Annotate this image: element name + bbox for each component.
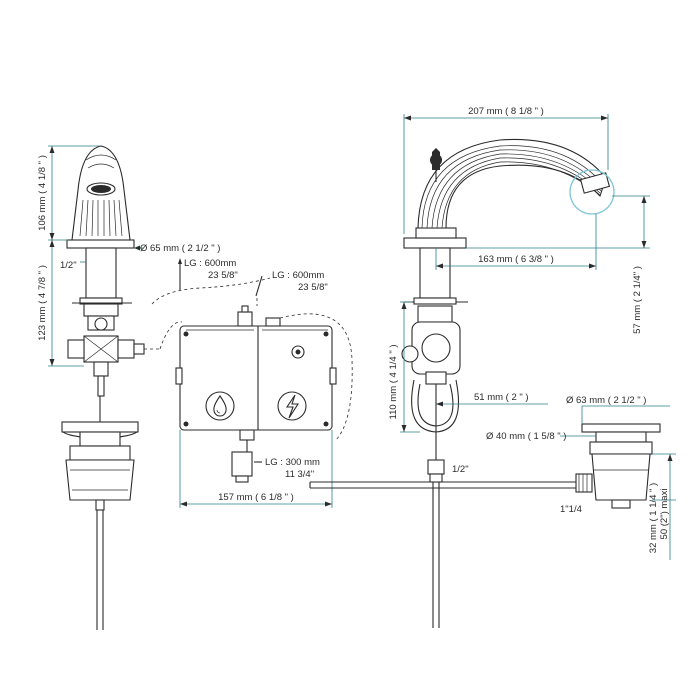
faucet-side-view	[309, 138, 611, 628]
label-thread-left: 1/2"	[60, 260, 77, 271]
dim-spout-height-left: 106 mm ( 4 1/8 " )	[37, 155, 48, 231]
dim-waste-height-1: 32 mm ( 1 1/4 " )	[648, 483, 659, 553]
dim-hole-spacing: 51 mm ( 2 " )	[474, 392, 529, 403]
dim-base-diameter-left: Ø 65 mm ( 2 1/2 " )	[140, 243, 220, 254]
dim-waste-height-2: 50 (2") maxi	[659, 489, 670, 540]
left-dimensions	[48, 145, 144, 367]
dim-spout-reach: 163 mm ( 6 3/8 " )	[478, 254, 554, 265]
faucet-front-view	[66, 145, 160, 397]
dim-body-height-right: 110 mm ( 4 1/4 " )	[388, 345, 399, 420]
arrow-hose-a	[178, 258, 182, 264]
label-hose-b-length: LG : 600mm	[272, 270, 324, 281]
dim-waste-diameter-outer: Ø 63 mm ( 2 1/2 " )	[566, 395, 646, 406]
label-thread-right: 1/2"	[452, 464, 469, 475]
lightning-bolt-icon	[277, 391, 307, 421]
control-box	[175, 305, 337, 483]
left-drain-assembly	[61, 396, 139, 630]
right-drain-assembly	[575, 423, 661, 509]
box-width-dimension	[179, 430, 333, 508]
hose-lines	[151, 277, 353, 441]
label-hose-a-inch: 23 5/8"	[208, 270, 238, 281]
label-hose-c-inch: 11 3/4"	[285, 469, 314, 480]
label-waste-thread: 1"1/4	[560, 504, 582, 515]
dim-box-width: 157 mm ( 6 1/8 " )	[218, 492, 294, 503]
label-hose-a-length: LG : 600mm	[184, 258, 236, 269]
label-hose-b-inch: 23 5/8"	[298, 282, 328, 293]
leader-hose-b	[255, 275, 263, 297]
label-hose-c-length: LG : 300 mm	[265, 457, 320, 468]
right-dimensions	[400, 114, 676, 560]
dim-body-height-left: 123 mm ( 4 7/8 " )	[37, 265, 48, 341]
dim-spout-width: 207 mm ( 8 1/8 " )	[468, 106, 544, 117]
spout-tip-highlight	[569, 169, 615, 215]
dim-waste-diameter-inner: Ø 40 mm ( 1 5/8 " )	[486, 431, 566, 442]
water-drop-icon	[205, 391, 235, 421]
dim-spout-rise: 57 mm ( 2 1/4" )	[632, 266, 643, 334]
